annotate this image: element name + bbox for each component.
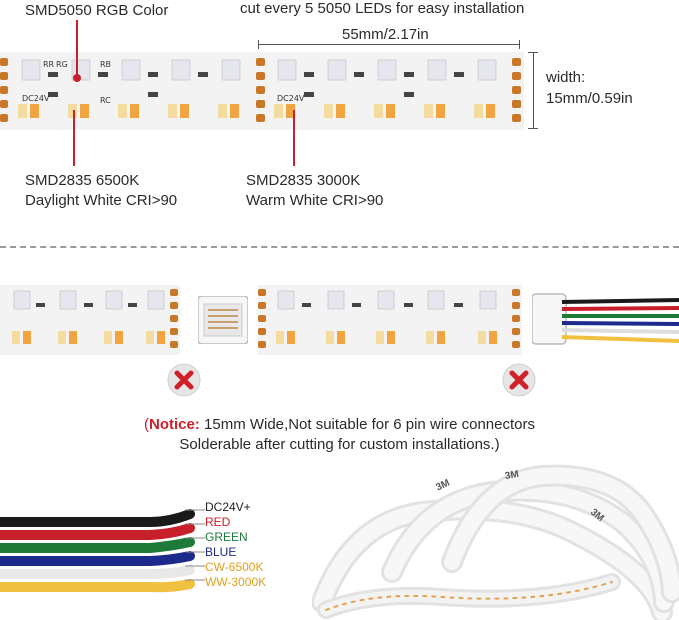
wire-label-cw: CW-6500K [205, 560, 264, 574]
cw-label-line2: Daylight White CRI>90 [25, 192, 178, 209]
pointer-cw [73, 110, 75, 166]
not-suitable-icon-2 [502, 363, 536, 397]
notice-text: 15mm Wide,Not suitable for 6 pin wire co… [199, 416, 535, 433]
wire-label-red: RED [205, 515, 231, 529]
notice-open-paren: ( [144, 416, 149, 433]
pad-label-rr: RR [43, 60, 55, 69]
pad-label-dc24v: DC24V [22, 94, 50, 103]
pointer-rgb-dot [73, 74, 81, 82]
led-strip-right-piece [258, 285, 522, 355]
wire-label-list: DC24V+ RED GREEN BLUE CW-6500K WW-3000K [205, 500, 266, 590]
rgb-label: SMD5050 RGB Color [25, 2, 169, 19]
pad-label-rc: RC [100, 96, 111, 105]
led-strip-left-piece [0, 285, 180, 355]
notice-line2: Solderable after cutting for custom inst… [179, 436, 500, 453]
wire-label-dc24v: DC24V+ [205, 500, 251, 514]
pad-label-rb: RB [100, 60, 112, 69]
not-suitable-icon [167, 363, 201, 397]
clip-connector [198, 296, 248, 344]
length-label: 55mm/2.17in [342, 26, 429, 43]
pointer-rgb [76, 20, 78, 78]
wire-bundle [0, 508, 205, 598]
pointer-ww [293, 110, 295, 166]
led-strip-reel [312, 462, 679, 620]
width-label: width: [546, 69, 586, 86]
length-dimension: 55mm/2.17in [258, 26, 520, 50]
cut-label: cut every 5 5050 LEDs for easy installat… [240, 0, 525, 17]
wire-label-ww: WW-3000K [205, 575, 267, 589]
notice-line1: (Notice: 15mm Wide,Not suitable for 6 pi… [0, 416, 679, 433]
ww-label-line2: Warm White CRI>90 [246, 192, 384, 209]
notice-bold: Notice: [149, 416, 200, 433]
pad-label-dc24v-2: DC24V [277, 94, 305, 103]
cw-label-line1: SMD2835 6500K [25, 172, 140, 189]
width-value: 15mm/0.59in [546, 90, 633, 107]
wire-label-green: GREEN [205, 530, 248, 544]
ww-label-line1: SMD2835 3000K [246, 172, 361, 189]
width-dimension [528, 52, 540, 130]
pad-label-rg: RG [56, 60, 68, 69]
wire-connector [532, 292, 679, 348]
led-strip-top [0, 52, 524, 130]
wire-label-blue: BLUE [205, 545, 237, 559]
section-divider [0, 246, 679, 248]
